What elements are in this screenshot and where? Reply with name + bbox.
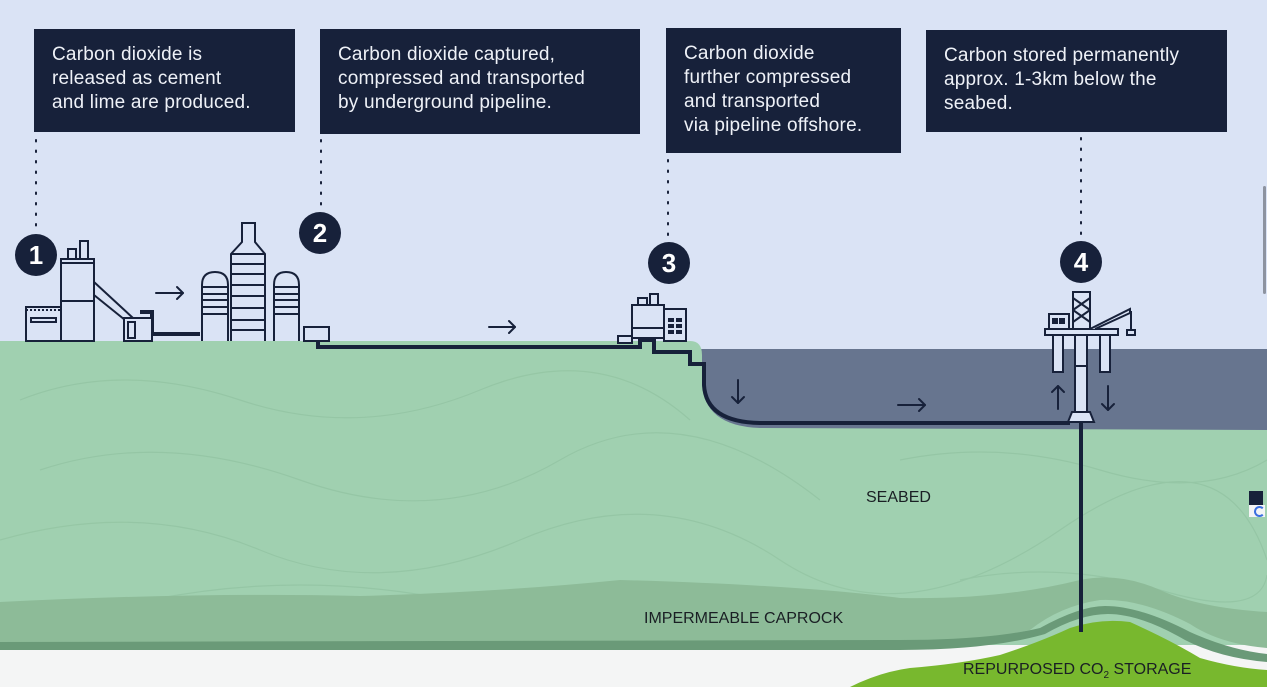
caprock-label: IMPERMEABLE CAPROCK (644, 610, 844, 627)
factory-icon (25, 240, 153, 342)
step-2-badge: 2 (299, 212, 341, 254)
caprock-layer (0, 577, 1267, 648)
step-2-text-line: by underground pipeline. (338, 92, 552, 113)
step-1-text-line: released as cement (52, 68, 222, 89)
leader-lines (35, 137, 1082, 241)
scrollbar-thumb[interactable] (1263, 186, 1266, 294)
arrow-right-icon (897, 398, 926, 412)
step-1-badge: 1 (15, 234, 57, 276)
step-2-callout: Carbon dioxide captured, compressed and … (320, 29, 640, 134)
arrow-right-icon (155, 286, 184, 300)
step-3-badge: 3 (648, 242, 690, 284)
sea-area (695, 349, 1267, 431)
step-1-callout: Carbon dioxide is released as cement and… (34, 29, 295, 132)
step-4-text-line: seabed. (944, 93, 1014, 114)
recaptcha-icon (1254, 506, 1265, 517)
step-3-text-line: Carbon dioxide (684, 43, 815, 64)
storage-label-prefix: REPURPOSED CO (963, 661, 1104, 678)
step-3-callout: Carbon dioxide further compressed and tr… (666, 28, 901, 153)
arrow-up-icon (1051, 385, 1065, 410)
caprock-edge (0, 606, 1267, 662)
step-3-text-line: via pipeline offshore. (684, 115, 863, 136)
step-4-badge: 4 (1060, 241, 1102, 283)
step-4-text-line: Carbon stored permanently (944, 45, 1180, 66)
step-1-text-line: and lime are produced. (52, 92, 251, 113)
storage-label-subscript: 2 (1103, 670, 1110, 682)
arrow-down-icon (1101, 385, 1115, 411)
co2-storage-dome (850, 620, 1267, 687)
step-2-text-line: compressed and transported (338, 68, 586, 89)
storage-label-suffix: STORAGE (1109, 661, 1192, 678)
step-3-text-line: further compressed (684, 67, 852, 88)
recaptcha-badge[interactable] (1249, 505, 1265, 517)
oil-rig-icon (1044, 291, 1136, 423)
flow-arrows (155, 286, 1115, 412)
step-4-text-line: approx. 1-3km below the (944, 69, 1157, 90)
storage-label: REPURPOSED CO2 STORAGE (963, 661, 1191, 681)
step-4-callout: Carbon stored permanently approx. 1-3km … (926, 30, 1227, 132)
step-1-text-line: Carbon dioxide is (52, 44, 203, 65)
arrow-right-icon (488, 320, 516, 334)
scroll-to-top-button[interactable] (1249, 491, 1263, 505)
compressor-building-icon (617, 293, 687, 344)
seabed-label: SEABED (866, 489, 931, 506)
arrow-down-icon (731, 379, 745, 404)
step-3-text-line: and transported (684, 91, 821, 112)
silo-icon (201, 222, 330, 342)
step-2-text-line: Carbon dioxide captured, (338, 44, 556, 65)
